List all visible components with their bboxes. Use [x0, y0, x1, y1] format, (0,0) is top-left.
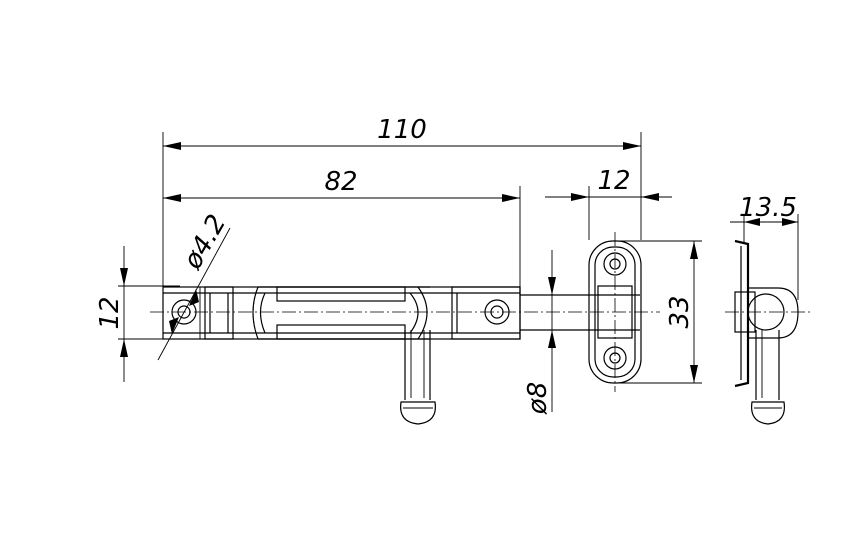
dimension-label-hole-diameter: ø4.2 [177, 210, 232, 275]
dimension-body-height: 12 [95, 246, 180, 382]
dimension-keeper-depth: 13.5 [730, 193, 799, 300]
dimension-label-bolt-body-length: 82 [324, 167, 357, 197]
dimension-label-total-length: 110 [377, 115, 427, 145]
dimension-total-length: 110 [162, 115, 642, 292]
dimension-label-bolt-diameter: ø8 [523, 382, 553, 415]
dimension-label-keeper-width: 12 [597, 166, 630, 196]
keeper-front-view [588, 232, 642, 392]
dimension-label-keeper-height: 33 [665, 295, 695, 328]
dimension-bolt-diameter: ø8 [523, 250, 560, 415]
side-view [725, 239, 810, 425]
bolt-handle [400, 330, 436, 425]
dimension-hole-diameter: ø4.2 [157, 210, 232, 361]
bolt-slider [252, 286, 430, 340]
dimension-keeper-height: 33 [612, 240, 702, 384]
dimension-label-keeper-depth: 13.5 [739, 193, 797, 223]
dimension-keeper-width: 12 [545, 166, 672, 240]
right-strap [451, 286, 521, 340]
dimension-label-body-height: 12 [95, 296, 125, 329]
bolt-body-front-view [150, 286, 660, 425]
left-strap [204, 286, 234, 340]
bolt-rod [520, 294, 640, 331]
dimension-bolt-body-length: 82 [163, 167, 521, 292]
